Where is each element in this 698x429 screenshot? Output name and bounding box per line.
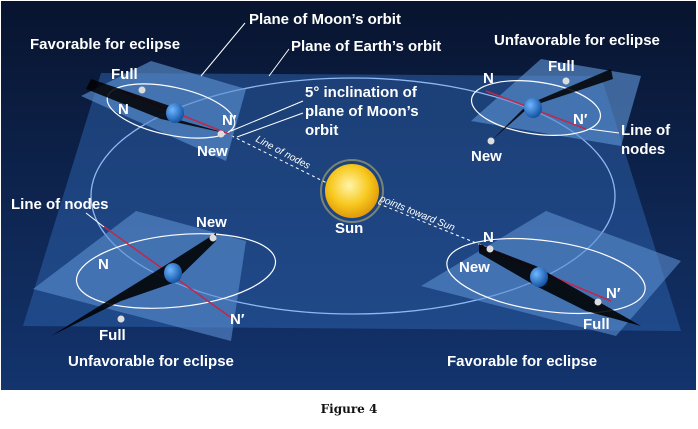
label-favorable-bottom: Favorable for eclipse (447, 353, 597, 370)
earth-top-right (524, 98, 542, 118)
label-full-bottom-right: Full (583, 316, 610, 333)
label-nprime-bottom-right: N′ (606, 285, 621, 302)
label-nprime-top-right: N′ (573, 111, 588, 128)
label-line-of-nodes-tr-1: Line of (621, 122, 671, 139)
label-favorable-top: Favorable for eclipse (30, 36, 180, 53)
label-plane-moon-orbit: Plane of Moon’s orbit (249, 11, 401, 28)
earth-top-left (166, 103, 184, 123)
label-unfavorable-top: Unfavorable for eclipse (494, 32, 660, 49)
moon-new-top-right (488, 138, 495, 145)
moon-new-bottom-right (487, 246, 494, 253)
earth-bottom-right (530, 267, 548, 287)
eclipse-diagram: Favorable for eclipse Plane of Moon’s or… (1, 1, 696, 390)
moon-full-bottom-right (595, 299, 602, 306)
label-nprime-bottom-left: N′ (230, 311, 245, 328)
label-inclination-2: plane of Moon’s (305, 103, 419, 120)
label-full-top-right: Full (548, 58, 575, 75)
label-sun: Sun (335, 220, 363, 237)
label-n-top-left: N (118, 101, 129, 118)
figure-caption: Figure 4 (0, 402, 698, 416)
label-new-bottom-right: New (459, 259, 490, 276)
label-inclination-3: orbit (305, 122, 338, 139)
label-new-top-right: New (471, 148, 502, 165)
label-line-of-nodes-tr-2: nodes (621, 141, 665, 158)
label-full-top-left: Full (111, 66, 138, 83)
sun (325, 164, 379, 218)
label-n-bottom-left: N (98, 256, 109, 273)
label-full-bottom-left: Full (99, 327, 126, 344)
earth-bottom-left (164, 263, 182, 283)
moon-new-top-left (218, 131, 225, 138)
label-n-top-right: N (483, 70, 494, 87)
label-line-of-nodes-left: Line of nodes (11, 196, 109, 213)
label-n-bottom-right: N (483, 229, 494, 246)
label-nprime-top-left: N′ (222, 112, 237, 129)
moon-full-top-left (139, 87, 146, 94)
label-unfavorable-bottom: Unfavorable for eclipse (68, 353, 234, 370)
moon-full-bottom-left (118, 316, 125, 323)
label-new-top-left: New (197, 143, 228, 160)
label-plane-earth-orbit: Plane of Earth’s orbit (291, 38, 441, 55)
moon-full-top-right (563, 78, 570, 85)
label-new-bottom-left: New (196, 214, 227, 231)
label-inclination-1: 5° inclination of (305, 84, 418, 101)
moon-new-bottom-left (210, 235, 217, 242)
